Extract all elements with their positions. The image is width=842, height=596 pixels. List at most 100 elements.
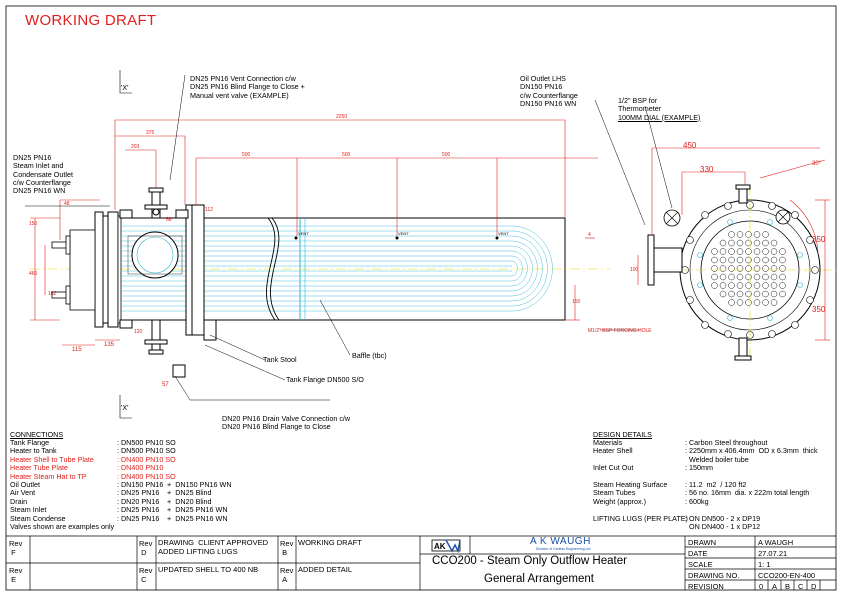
connection-extra: + DN25 Blind <box>167 488 212 498</box>
rev-label-a: Rev A <box>280 566 294 584</box>
dim-150: 150 <box>29 221 38 227</box>
connection-spec: : DN400 PN10 <box>117 463 164 473</box>
design-heading: DESIGN DETAILS <box>593 430 652 439</box>
design-spec: : 2250mm x 406.4mm OD x 6.3mm thick <box>685 446 818 456</box>
design-name: Weight (approx.) <box>593 496 646 506</box>
dim-162: 162 <box>48 291 57 297</box>
revision-cell-d: D <box>811 582 817 591</box>
connection-name: Air Vent <box>10 488 36 498</box>
company-sub: Division of Carless Engineering Ltd <box>536 547 591 551</box>
connection-name: Heater to Tank <box>10 446 57 456</box>
design-row: Steam Tubes : 56 no. 16mm dia. x 222m tot… <box>593 488 838 498</box>
connections-note: Valves shown are examples only <box>10 521 115 531</box>
baffle-label: Baffle (tbc) <box>352 351 387 360</box>
tank-stool-label: Tank Stool <box>263 355 297 364</box>
revision-cell-a: A <box>772 582 778 591</box>
connection-spec: : DN20 PN16 <box>117 496 160 506</box>
connection-row: Drain : DN20 PN16 + DN20 Blind <box>10 496 310 506</box>
drawing-no-label: DRAWING NO. <box>688 571 740 580</box>
design-name: Steam Heating Surface <box>593 479 668 489</box>
drawn-label: DRAWN <box>688 538 717 547</box>
connection-name: Drain <box>10 496 28 506</box>
dim-500c: 500 <box>442 152 451 158</box>
sheet-border <box>5 5 837 591</box>
date-label: DATE <box>688 549 708 558</box>
dim-330: 330 <box>700 165 714 174</box>
title-block-grid <box>6 535 836 590</box>
connection-spec: : DN25 PN16 <box>117 505 160 515</box>
dim-150b: 150 <box>572 299 581 305</box>
connection-row: Heater Shell to Tube Plate : DN400 PN10 S… <box>10 454 310 464</box>
connection-row: Heater to Tank: DN500 PN10 SO <box>10 446 310 456</box>
connection-row: Steam Condense: DN25 PN16+ DN25 PN16 WN <box>10 513 310 523</box>
end-view <box>637 147 840 361</box>
connection-row: Oil Outlet: DN150 PN16+ DN150 PN16 WN <box>10 479 310 489</box>
dim-375: 375 <box>146 130 155 136</box>
date-value: 27.07.21 <box>758 549 788 558</box>
connection-name: Oil Outlet <box>10 479 40 489</box>
dim-2250: 2250 <box>336 114 348 120</box>
rev-label-b: Rev B <box>280 539 294 557</box>
company-logo: AK <box>431 539 461 554</box>
dim-120: 120 <box>134 329 143 335</box>
drawing-title-line1: CCO200 - Steam Only Outflow Heater <box>432 555 627 567</box>
rev-d-text: DRAWING CLIENT APPROVED ADDED LIFTING LU… <box>158 538 269 556</box>
vent-b: VENT <box>398 231 409 236</box>
rev-b-text: WORKING DRAFT <box>298 538 362 547</box>
scale-label: SCALE <box>688 560 713 569</box>
connection-row: Air Vent: DN25 PN16+ DN25 Blind <box>10 488 310 498</box>
connection-spec: : DN150 PN16 <box>117 479 164 489</box>
connections-heading: CONNECTIONS <box>10 430 64 439</box>
connection-spec: : DN400 PN10 SO <box>117 471 176 481</box>
connection-row: Tank Flange : DN500 PN10 SO <box>10 438 310 447</box>
tank-flange <box>185 204 193 336</box>
tube-holes <box>711 231 786 306</box>
design-row: Heater Shell: 2250mm x 406.4mm OD x 6.3m… <box>593 446 838 456</box>
design-name: Steam Tubes <box>593 488 636 498</box>
rev-label-d: Rev D <box>139 539 153 557</box>
connection-spec: : DN400 PN10 SO <box>117 454 176 464</box>
design-spec: : Carbon Steel throughout <box>685 438 768 447</box>
connection-name: Steam Condense <box>10 513 66 523</box>
rev-label-c: Rev C <box>139 566 153 584</box>
revision-label: REVISION <box>688 582 724 591</box>
forcing-hole-label: M1/2" BSP FORCING HOLE <box>588 328 652 334</box>
dim-57: 57 <box>162 382 169 388</box>
revision-cell-c: C <box>798 582 804 591</box>
revision-cell-0: 0 <box>759 582 764 591</box>
connection-extra: + DN20 Blind <box>167 496 212 506</box>
design-row: LIFTING LUGS (PER PLATE): ON DN500 - 2 x… <box>593 513 838 523</box>
drawing-status-title: WORKING DRAFT <box>25 12 157 29</box>
connection-spec: : DN500 PN10 SO <box>117 438 176 447</box>
design-spec: : ON DN500 - 2 x DP19 <box>685 513 761 523</box>
design-row: Inlet Cut Out: 150mm <box>593 463 838 472</box>
design-row: Steam Heating Surface : 11.2 m2 / 120 ft2 <box>593 479 838 489</box>
dim-350b: 350 <box>812 305 826 314</box>
design-spec: : 11.2 m2 / 120 ft2 <box>685 479 747 489</box>
inlet-cutout <box>131 231 179 279</box>
vent-c: VENT <box>498 231 509 236</box>
connection-name: Tank Flange <box>10 438 50 447</box>
dim-100: 100 <box>630 267 639 273</box>
drawing-title-line2: General Arrangement <box>484 573 594 585</box>
scale-value: 1: 1 <box>758 560 771 569</box>
dim-112: 112 <box>205 207 213 213</box>
dim-460: 460 <box>29 271 38 277</box>
rev-label-e: Rev E <box>9 566 23 584</box>
design-spec: : 600kg <box>685 496 709 506</box>
rev-c-text: UPDATED SHELL TO 400 NB <box>158 565 259 574</box>
dim-450: 450 <box>683 141 697 150</box>
connection-name: Heater Shell to Tube Plate <box>10 454 94 464</box>
design-spec: : 56 no. 16mm dia. x 222m total length <box>685 488 810 498</box>
tank-flange-label: Tank Flange DN500 S/O <box>286 375 364 384</box>
design-spec: ON DN400 - 1 x DP12 <box>685 521 761 531</box>
vent-a: VENT <box>298 231 309 236</box>
design-row: ON DN400 - 1 x DP12 <box>593 521 838 531</box>
connection-extra: + DN25 PN16 WN <box>167 513 228 523</box>
connection-name: Heater Tube Plate <box>10 463 68 473</box>
